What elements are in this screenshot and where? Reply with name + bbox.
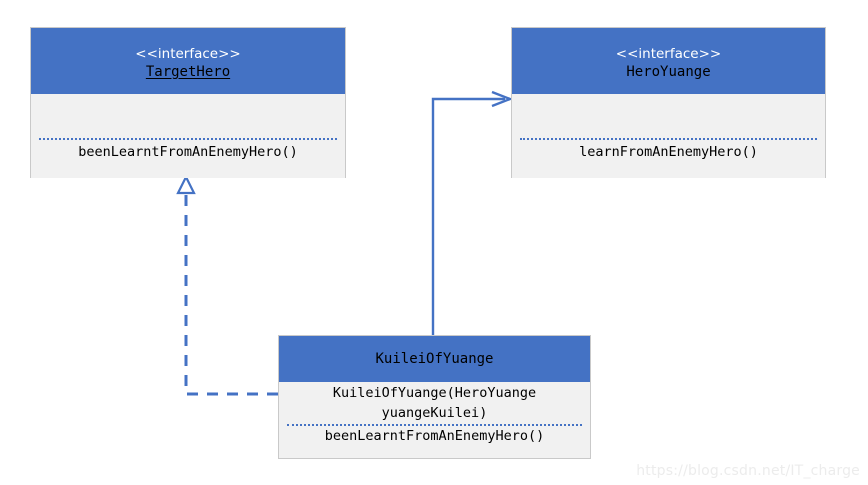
operation-row: beenLearntFromAnEnemyHero() [324, 428, 545, 444]
class-box-hero-yuange[interactable]: <<interface>> HeroYuange learnFromAnEnem… [511, 27, 826, 178]
class-name-target-hero: TargetHero [145, 64, 231, 80]
class-header-hero-yuange: <<interface>> HeroYuange [512, 28, 825, 94]
constructor-row-line-1: KuileiOfYuange(HeroYuange [332, 385, 537, 401]
stereotype-label: <<interface>> [135, 46, 241, 62]
constructor-row: KuileiOfYuange(HeroYuange yuangeKuilei) [279, 383, 590, 423]
compartment-divider [287, 424, 582, 426]
class-header-kuilei-of-yuange: KuileiOfYuange [279, 336, 590, 382]
class-box-target-hero[interactable]: <<interface>> TargetHero beenLearntFromA… [30, 27, 346, 178]
dependency-connector-to-heroyuange [431, 90, 514, 335]
operation-row: beenLearntFromAnEnemyHero() [78, 144, 298, 160]
realization-connector-to-targethero [176, 174, 278, 396]
class-name-kuilei-of-yuange: KuileiOfYuange [375, 350, 494, 367]
class-body-kuilei-of-yuange: KuileiOfYuange(HeroYuange yuangeKuilei) … [279, 382, 590, 458]
class-box-kuilei-of-yuange[interactable]: KuileiOfYuange KuileiOfYuange(HeroYuange… [278, 335, 591, 459]
hollow-triangle-arrowhead-icon [176, 174, 196, 195]
compartment-divider [520, 138, 817, 140]
class-body-hero-yuange: learnFromAnEnemyHero() [512, 94, 825, 178]
class-header-target-hero: <<interface>> TargetHero [31, 28, 345, 94]
watermark-text: https://blog.csdn.net/IT_charge [636, 463, 860, 479]
open-arrowhead-icon [491, 90, 514, 108]
compartment-divider [39, 138, 337, 140]
operation-row: learnFromAnEnemyHero() [579, 144, 758, 160]
class-name-hero-yuange: HeroYuange [626, 64, 711, 80]
class-body-target-hero: beenLearntFromAnEnemyHero() [31, 94, 345, 178]
stereotype-label: <<interface>> [615, 46, 722, 62]
constructor-row-line-2: yuangeKuilei) [381, 405, 488, 421]
